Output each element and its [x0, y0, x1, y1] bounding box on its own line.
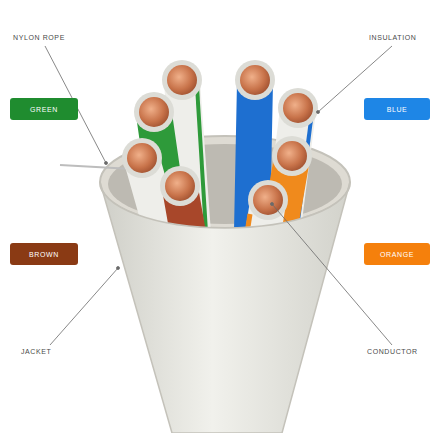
color-tag: BLUE — [364, 98, 430, 120]
color-name: BROWN — [29, 251, 59, 258]
part-label: CONDUCTOR — [366, 348, 419, 355]
part-label: NYLON ROPE — [12, 34, 66, 41]
conductor-ends — [122, 60, 318, 220]
color-name: ORANGE — [380, 251, 414, 258]
color-name: GREEN — [30, 106, 58, 113]
part-label: JACKET — [20, 348, 52, 355]
jacket-front — [100, 182, 350, 433]
color-tag: ORANGE — [364, 243, 430, 265]
color-name: BLUE — [387, 106, 408, 113]
color-tag: GREEN — [10, 98, 78, 120]
color-tag: BROWN — [10, 243, 78, 265]
part-label: INSULATION — [368, 34, 418, 41]
leader-lines — [45, 46, 392, 345]
